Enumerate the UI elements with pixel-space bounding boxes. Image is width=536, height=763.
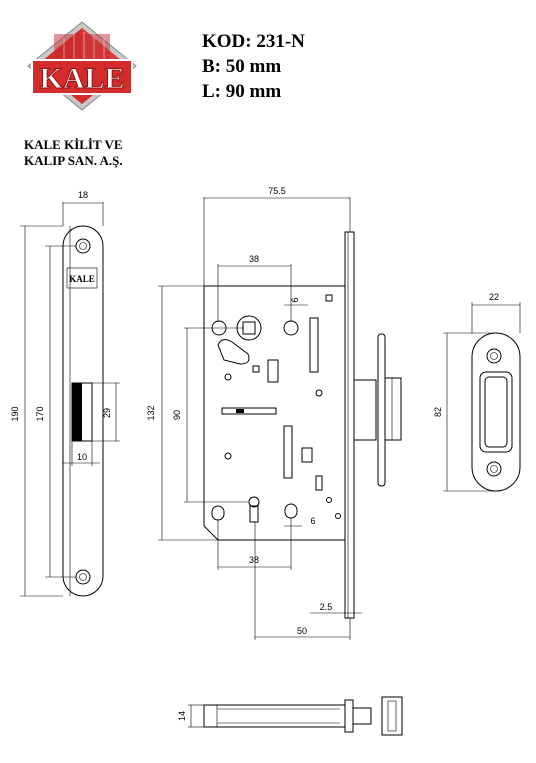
company-name-line1: KALE KİLİT VE [24,137,123,152]
logo-text: KALE [39,62,124,95]
plate-logo: KALE [69,274,95,284]
dim-case-height: 132 [146,405,156,420]
dim-case-width: 75.5 [268,186,286,196]
dim-spindle-to-key: 90 [172,410,182,420]
dim-latch-height: 29 [102,408,112,418]
spacing-spec: L: 90 mm [202,81,282,102]
dim-top-offset: 38 [249,254,259,264]
backset-spec: B: 50 mm [202,56,282,77]
dim-front-thickness: 2.5 [320,602,333,612]
dim-bottom-small: 6 [310,516,315,526]
product-code: KOD: 231-N [202,31,305,52]
dim-latch-width: 10 [77,452,87,462]
dim-faceplate-width: 18 [78,190,88,200]
dim-backset: 50 [297,626,307,636]
strike-plate-drawing [471,332,521,492]
dim-top-small: 6 [290,297,300,302]
dim-faceplate-height: 190 [10,406,20,421]
bottom-view-drawing [203,696,403,736]
dim-bottom-offset: 38 [249,555,259,565]
dim-hole-spacing: 170 [35,406,45,421]
faceplate-drawing: KALE [62,225,104,597]
dim-strike-height: 82 [433,407,443,417]
dim-bottom-thickness: 14 [177,711,187,721]
kale-logo: KALE [24,20,140,112]
company-name-line2: KALIP SAN. A.Ş. [24,153,123,168]
dim-strike-width: 22 [489,292,499,302]
lock-case-drawing [203,231,402,619]
